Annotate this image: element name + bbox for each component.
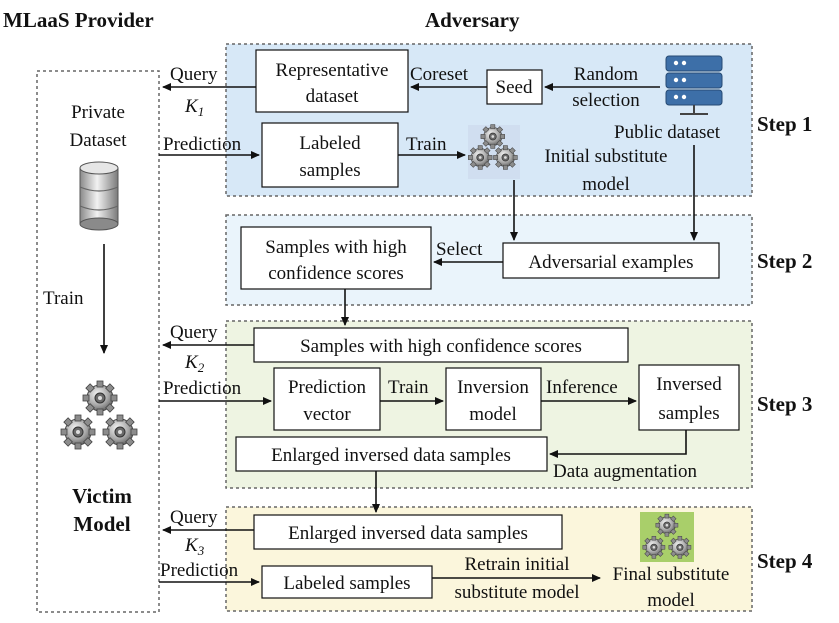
random-selection-label-1: Random — [574, 64, 639, 85]
seed-label: Seed — [496, 77, 533, 98]
inversion-model-label-1: Inversion — [457, 377, 529, 398]
victim-label-1: Victim — [72, 484, 132, 508]
high-confidence-label-2: confidence scores — [268, 263, 404, 284]
enlarged-inversed-label: Enlarged inversed data samples — [271, 445, 511, 466]
step1-query-label: Query — [170, 64, 218, 85]
step1-prediction-label: Prediction — [163, 134, 242, 155]
labeled-samples-box — [261, 122, 399, 188]
step3-high-confidence-box — [253, 327, 629, 363]
step4-label: Step 4 — [757, 549, 813, 573]
step1-k-label: K1 — [184, 96, 204, 119]
final-substitute-gears-icon — [640, 512, 694, 562]
high-confidence-box — [240, 226, 432, 290]
provider-panel — [36, 70, 160, 613]
provider-train-label: Train — [43, 288, 84, 309]
retrain-label-2: substitute model — [454, 582, 579, 603]
final-substitute-label-2: model — [647, 590, 695, 611]
initial-substitute-gears-icon — [467, 124, 520, 179]
prediction-vector-box — [273, 367, 381, 431]
inversed-samples-label-1: Inversed — [656, 374, 722, 395]
inversed-samples-box — [638, 364, 740, 431]
inversion-model-label-2: model — [469, 404, 517, 425]
initial-substitute-label-1: Initial substitute — [545, 146, 668, 167]
step3-label: Step 3 — [757, 392, 812, 416]
labeled-samples-label-2: samples — [299, 160, 360, 181]
seed-box — [486, 69, 543, 105]
step3-query-label: Query — [170, 322, 218, 343]
representative-dataset-label-1: Representative — [276, 60, 389, 81]
step4-query-label: Query — [170, 507, 218, 528]
step4-enlarged-box — [253, 514, 563, 550]
step1-train-label: Train — [406, 134, 447, 155]
final-substitute-label-1: Final substitute — [613, 564, 730, 585]
labeled-samples-label-1: Labeled — [299, 133, 361, 154]
adversary-header: Adversary — [425, 8, 520, 32]
inversion-model-box — [445, 367, 542, 431]
adversarial-examples-box — [502, 242, 720, 279]
prediction-vector-label-2: vector — [303, 404, 351, 425]
random-selection-label-2: selection — [572, 90, 640, 111]
data-augmentation-label: Data augmentation — [553, 461, 698, 482]
step1-label: Step 1 — [757, 112, 812, 136]
step3-prediction-label: Prediction — [163, 378, 242, 399]
step4-enlarged-label: Enlarged inversed data samples — [288, 523, 528, 544]
select-label: Select — [436, 239, 483, 260]
step4-labeled-samples-label: Labeled samples — [283, 573, 410, 594]
inference-label: Inference — [546, 377, 618, 398]
provider-header: MLaaS Provider — [3, 8, 154, 32]
initial-substitute-label-2: model — [582, 174, 630, 195]
server-icon — [665, 55, 723, 115]
inversed-samples-label-2: samples — [658, 403, 719, 424]
step3-train-label: Train — [388, 377, 429, 398]
adversarial-examples-label: Adversarial examples — [528, 252, 693, 273]
step4-k-label: K3 — [184, 535, 205, 558]
enlarged-inversed-box — [235, 436, 548, 472]
retrain-label-1: Retrain initial — [464, 554, 569, 575]
representative-dataset-box — [255, 49, 409, 113]
public-dataset-label: Public dataset — [614, 122, 721, 143]
step4-prediction-label: Prediction — [160, 560, 239, 581]
victim-label-2: Model — [73, 512, 130, 536]
private-dataset-label-1: Private — [71, 102, 125, 123]
private-dataset-label-2: Dataset — [70, 130, 128, 151]
step4-labeled-samples-box — [261, 565, 433, 599]
database-icon — [79, 161, 119, 231]
step2-label: Step 2 — [757, 249, 812, 273]
step3-high-confidence-label: Samples with high confidence scores — [300, 336, 582, 357]
prediction-vector-label-1: Prediction — [288, 377, 367, 398]
augmentation-arrow — [549, 430, 687, 458]
coreset-label: Coreset — [410, 64, 469, 85]
representative-dataset-label-2: dataset — [306, 86, 359, 107]
step3-k-label: K2 — [184, 352, 205, 375]
high-confidence-label-1: Samples with high — [265, 237, 407, 258]
